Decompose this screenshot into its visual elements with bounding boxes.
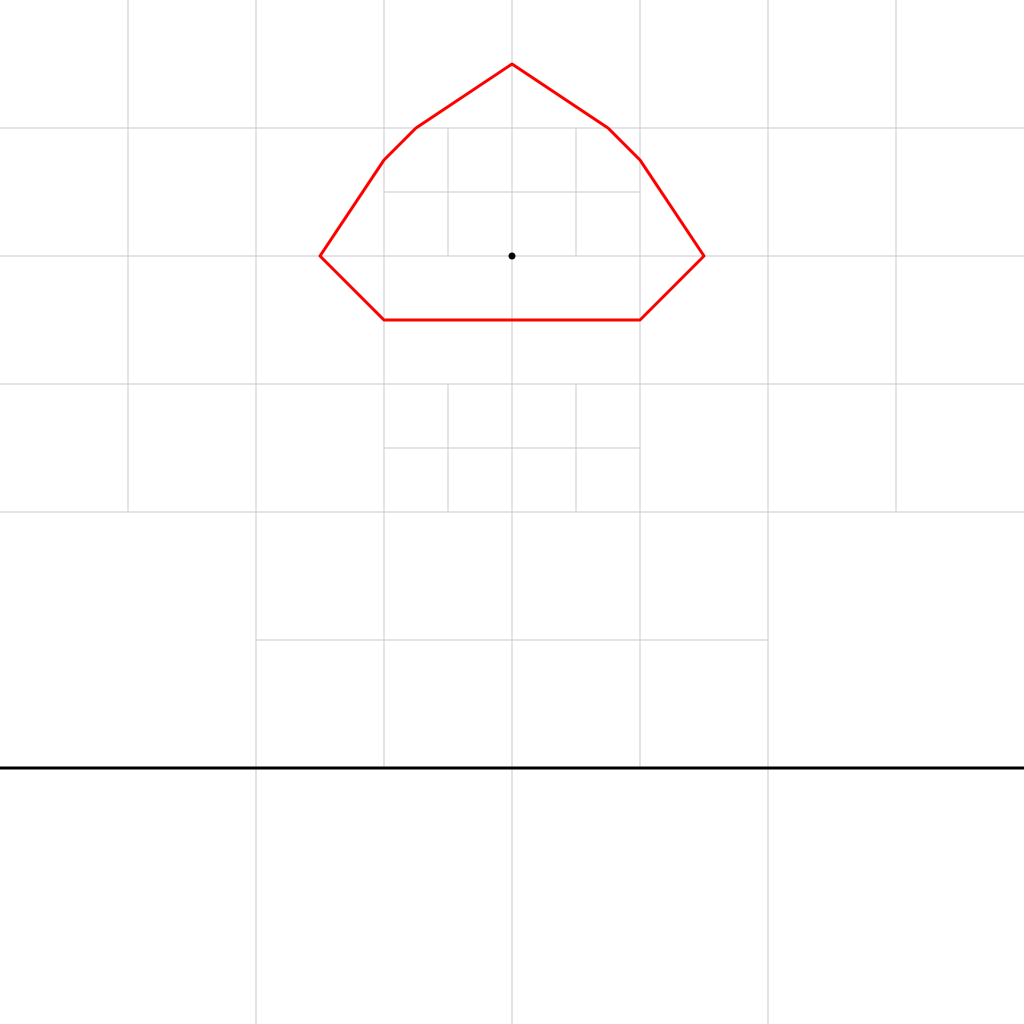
center-point — [508, 252, 516, 260]
polygon-outline — [318, 62, 706, 322]
